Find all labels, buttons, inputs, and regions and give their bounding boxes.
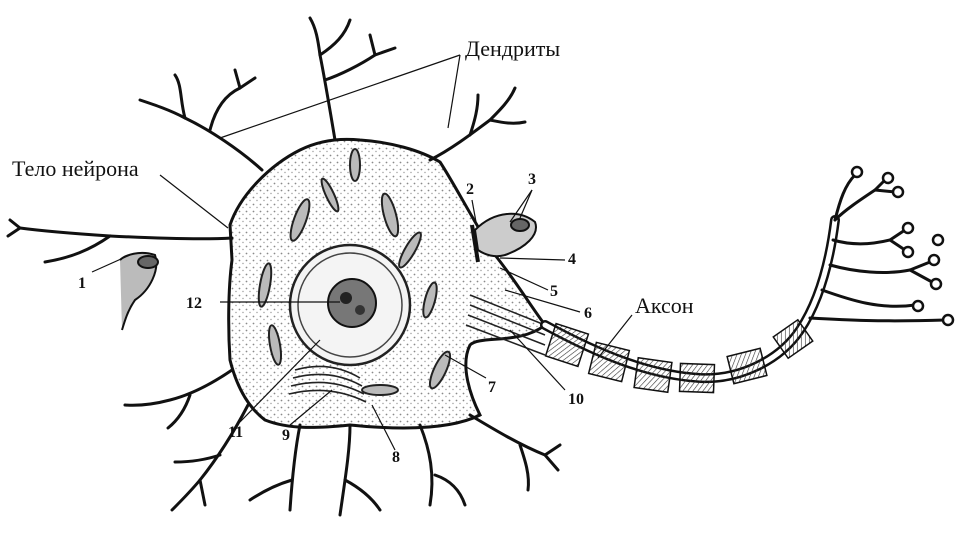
label-4: 4 [568, 252, 576, 268]
label-axon: Аксон [635, 295, 694, 317]
label-11: 11 [228, 425, 243, 441]
label-2: 2 [466, 182, 474, 198]
label-12: 12 [186, 296, 202, 312]
label-8: 8 [392, 450, 400, 466]
nucleolus [328, 279, 376, 327]
label-3: 3 [528, 172, 536, 188]
label-9: 9 [282, 428, 290, 444]
label-1: 1 [78, 276, 86, 292]
synapse-left [120, 253, 158, 330]
label-5: 5 [550, 284, 558, 300]
label-soma: Тело нейрона [12, 158, 139, 180]
label-10: 10 [568, 392, 584, 408]
label-dendrites: Дендриты [465, 38, 560, 60]
label-6: 6 [584, 306, 592, 322]
terminal-buttons [852, 167, 953, 325]
label-7: 7 [488, 380, 496, 396]
